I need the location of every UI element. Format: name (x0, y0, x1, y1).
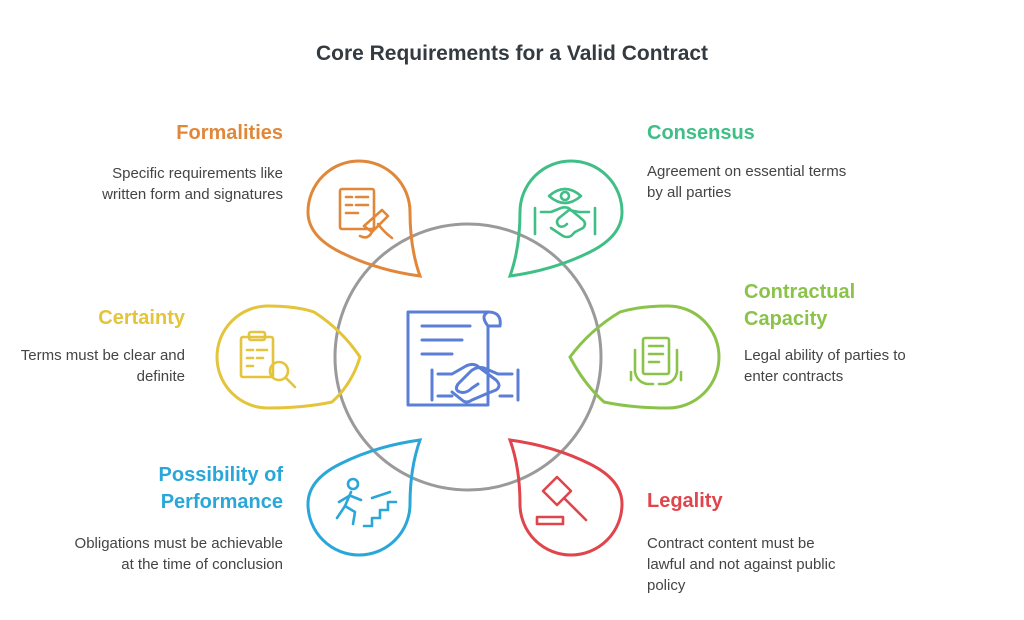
hands-holding-document-icon (629, 336, 683, 386)
gavel-icon (535, 475, 588, 526)
legality-desc: Contract content must be lawful and not … (647, 535, 836, 594)
legality-pin (507, 438, 624, 557)
diagram-title: Core Requirements for a Valid Contract (315, 42, 709, 65)
contract-handshake-icon (406, 310, 520, 407)
clipboard-search-icon (239, 330, 297, 389)
formalities-desc: Specific requirements like written form … (102, 165, 283, 203)
formalities-pin (306, 159, 423, 278)
formalities-label: Formalities (176, 122, 283, 144)
consensus-pin (507, 159, 624, 278)
consensus-label: Consensus (647, 122, 755, 144)
certainty-label: Certainty (98, 307, 185, 329)
person-climbing-stairs-icon (335, 477, 398, 528)
document-signing-icon (338, 187, 394, 240)
certainty-desc: Terms must be clear and definite (20, 347, 185, 385)
consensus-desc: Agreement on essential terms by all part… (647, 163, 847, 201)
contractual-capacity-label: Contractual Capacity (744, 281, 856, 330)
possibility-of-performance-pin (306, 438, 423, 557)
contractual-capacity-desc: Legal ability of parties to enter contra… (744, 347, 906, 385)
certainty-pin (215, 304, 362, 410)
possibility-of-performance-desc: Obligations must be achievable at the ti… (74, 535, 283, 573)
central-ring (333, 222, 603, 492)
eye-handshake-icon (533, 187, 597, 239)
legality-label: Legality (647, 490, 723, 512)
possibility-of-performance-label: Possibility of Performance (158, 464, 283, 513)
contractual-capacity-pin (568, 304, 721, 410)
